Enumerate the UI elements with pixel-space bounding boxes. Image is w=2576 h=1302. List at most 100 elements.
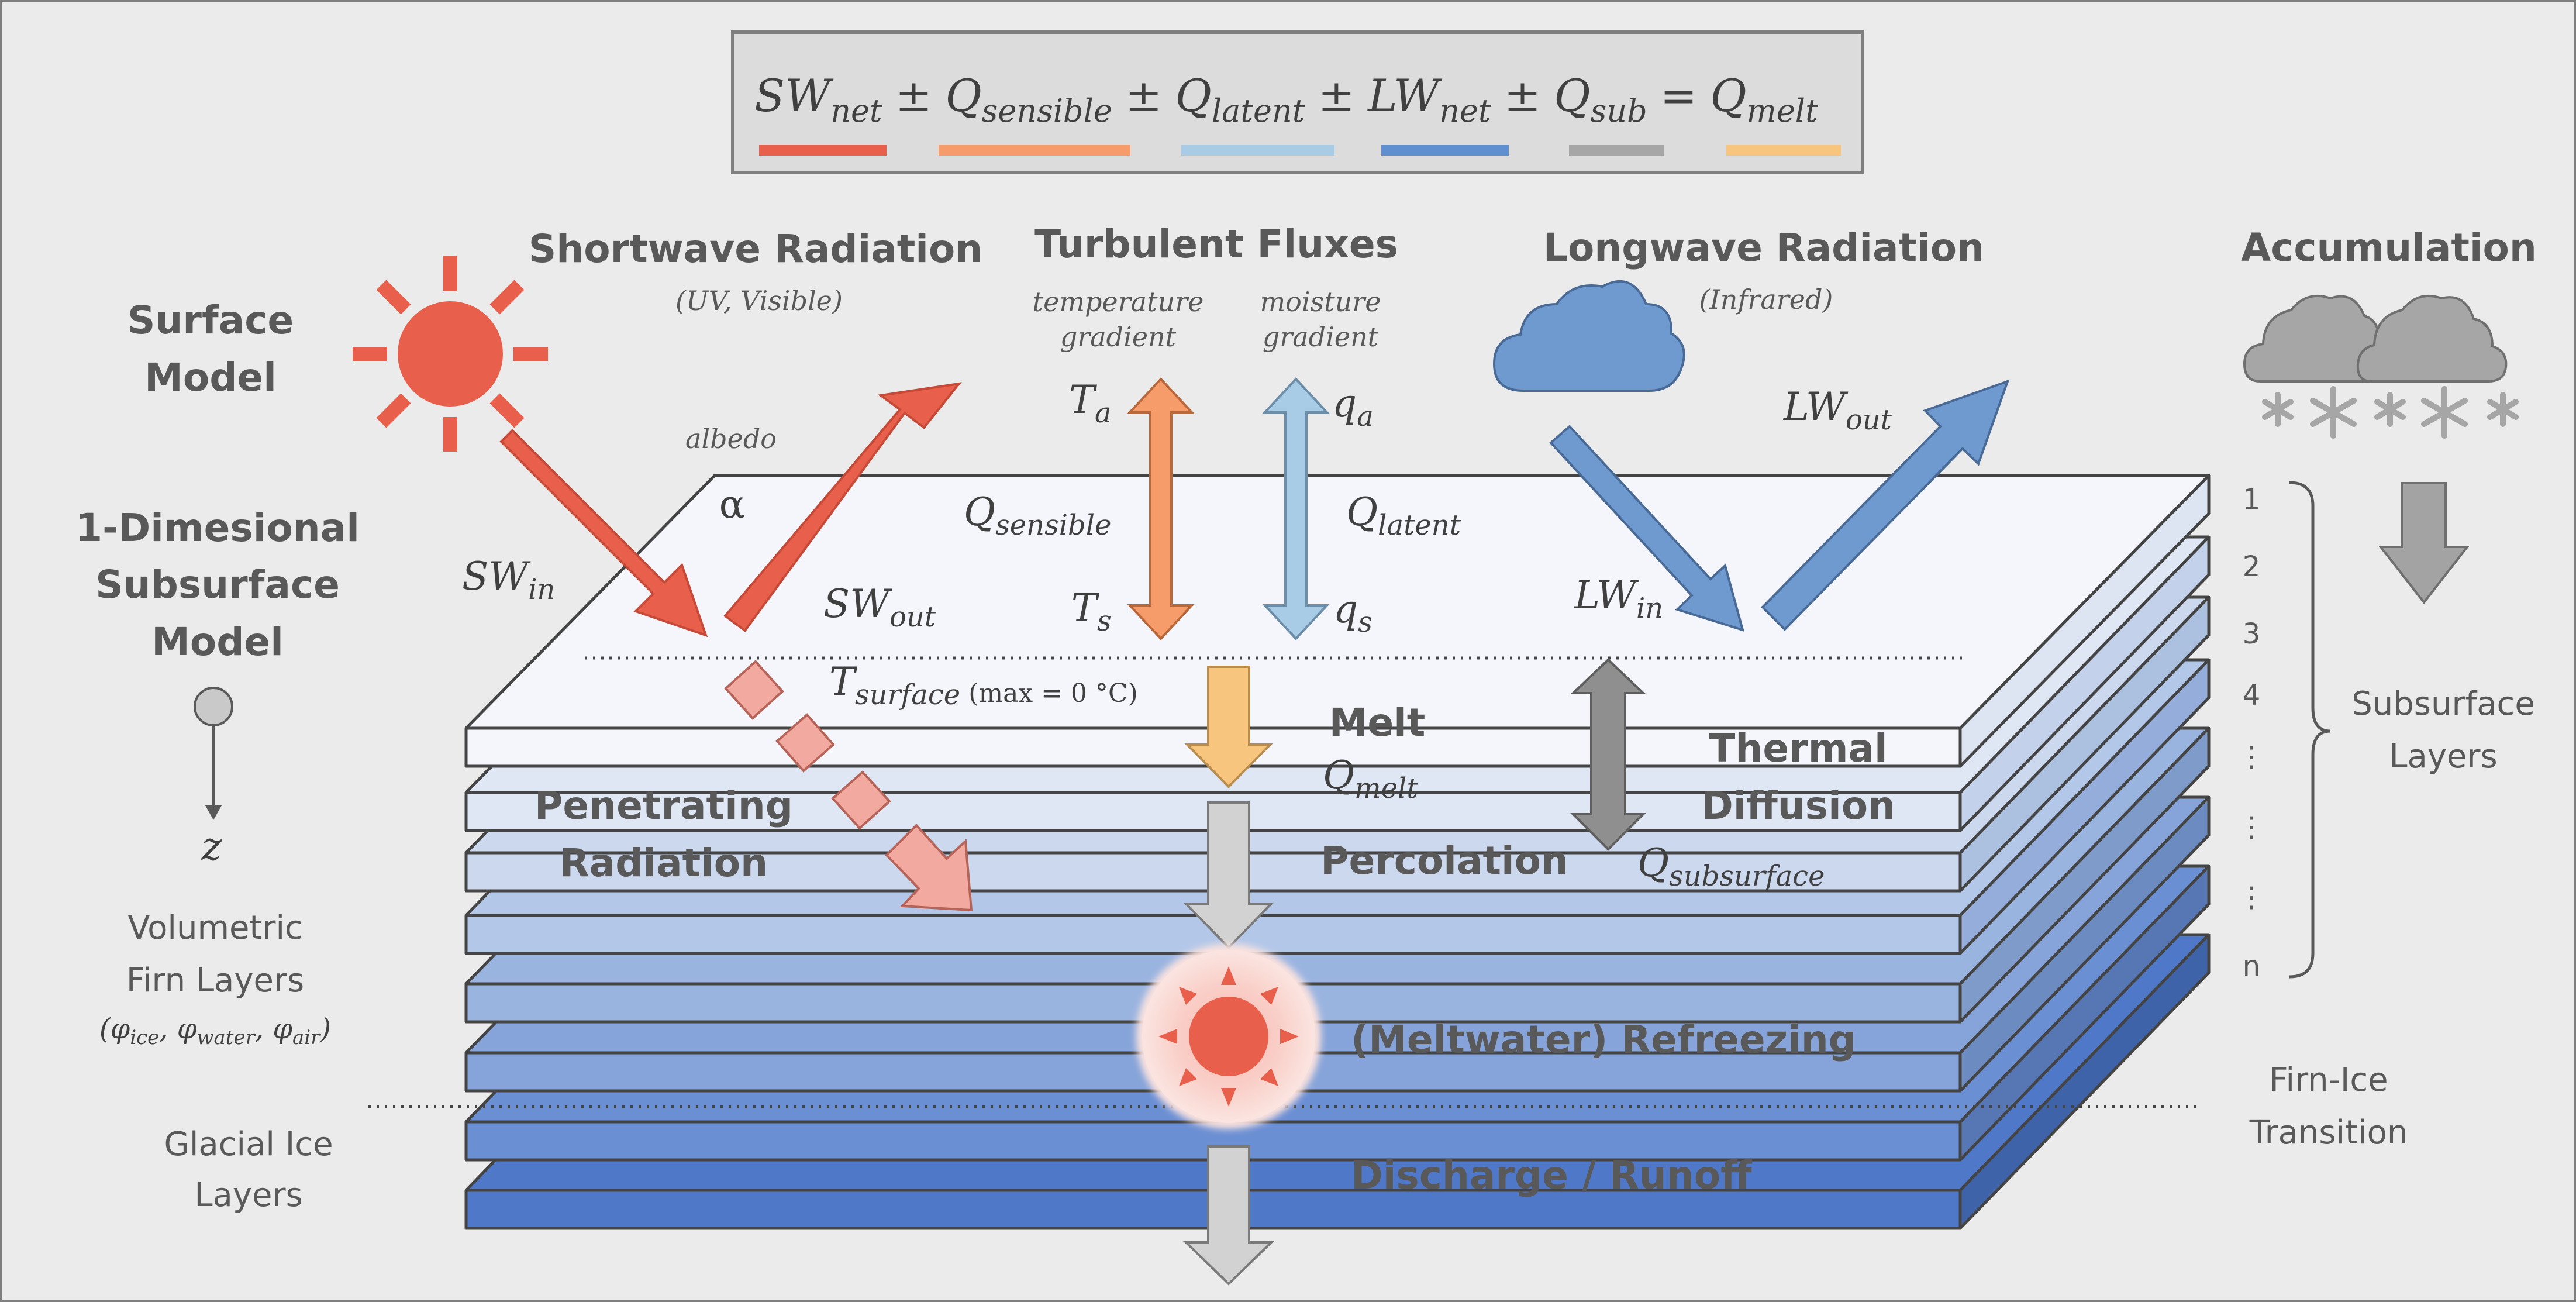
z-label: z bbox=[201, 824, 223, 869]
subsurface-model-line-3: Model bbox=[151, 619, 284, 664]
glacial-ice-line-2: Layers bbox=[194, 1176, 302, 1214]
turbulent-heading: Turbulent Fluxes bbox=[1034, 222, 1398, 267]
eq-equals: = bbox=[1660, 70, 1698, 122]
surface-model-line-1: Surface bbox=[127, 298, 294, 343]
thermal-diffusion-arrow bbox=[1570, 658, 1647, 851]
sw-out-label: SWout bbox=[823, 581, 936, 633]
thermal-label-1: Thermal bbox=[1709, 726, 1887, 771]
glacial-ice-line-1: Glacial Ice bbox=[164, 1125, 333, 1163]
accumulation-heading: Accumulation bbox=[2241, 225, 2537, 270]
layer-number-dots-2: ⋮ bbox=[2237, 811, 2265, 843]
melt-label: Melt bbox=[1329, 700, 1426, 745]
eq-qmelt-sub: melt bbox=[1747, 92, 1818, 129]
q-s-label: qs bbox=[1333, 587, 1373, 639]
eq-sw: SW bbox=[754, 70, 834, 122]
eq-qs-sub: sensible bbox=[982, 92, 1112, 129]
moist-gradient-line-1: moisture bbox=[1260, 286, 1381, 318]
layer-number-dots-1: ⋮ bbox=[2237, 740, 2265, 773]
subsurface-brace bbox=[2289, 481, 2331, 979]
q-melt-label: Qmelt bbox=[1323, 753, 1418, 805]
subsurface-model-line-1: 1-Dimesional bbox=[75, 505, 360, 550]
latent-heat-arrow bbox=[1262, 377, 1330, 640]
legend-swatch-sw bbox=[759, 145, 887, 156]
q-latent-label: Qlatent bbox=[1346, 490, 1461, 542]
eq-qsub: Q bbox=[1554, 70, 1590, 122]
snowflake-icons bbox=[2262, 386, 2519, 439]
albedo-label: albedo bbox=[685, 423, 777, 454]
temp-gradient-line-1: temperature bbox=[1033, 286, 1204, 318]
penetrating-label-2: Radiation bbox=[560, 841, 768, 886]
eq-pm-4: ± bbox=[1504, 70, 1542, 122]
firn-ice-transition-line-1: Firn-Ice bbox=[2269, 1061, 2388, 1099]
energy-balance-equation: SWnet±Qsensible±Qlatent±LWnet±Qsub=Qmelt bbox=[731, 30, 1864, 174]
legend-swatch-sensible bbox=[939, 145, 1130, 156]
eq-qsub-sub: sub bbox=[1591, 92, 1647, 129]
eq-lw-sub: net bbox=[1439, 92, 1491, 129]
layer-number-2: 2 bbox=[2243, 550, 2261, 583]
legend-swatch-latent bbox=[1181, 145, 1334, 156]
svg-text:SWnet±Qsensible±Qlatent±LWnet±: SWnet±Qsensible±Qlatent±LWnet±Qsub=Qmelt bbox=[754, 70, 1818, 129]
melt-arrow bbox=[1184, 666, 1273, 788]
subsurface-model-line-2: Subsurface bbox=[95, 562, 340, 607]
discharge-label: Discharge / Runoff bbox=[1351, 1153, 1753, 1198]
q-a-label: qa bbox=[1332, 381, 1374, 433]
longwave-subheading: (Infrared) bbox=[1699, 284, 1833, 315]
legend-swatch-sub bbox=[1569, 145, 1664, 156]
thermal-label-2: Diffusion bbox=[1701, 783, 1895, 828]
layer-number-1: 1 bbox=[2243, 483, 2261, 516]
legend-swatch-lw bbox=[1381, 145, 1509, 156]
eq-pm-3: ± bbox=[1318, 70, 1355, 122]
q-subsurface-label: Qsubsurface bbox=[1637, 841, 1825, 893]
layer-number-dots-3: ⋮ bbox=[2237, 881, 2265, 914]
runoff-arrow bbox=[1183, 1145, 1274, 1286]
temp-gradient-line-2: gradient bbox=[1060, 321, 1177, 353]
layer-number-3: 3 bbox=[2243, 618, 2261, 650]
refreezing-icon bbox=[1136, 944, 1321, 1129]
layer-number-n: n bbox=[2243, 950, 2260, 983]
firn-layers-line-1: Volumetric bbox=[127, 909, 303, 947]
longwave-heading: Longwave Radiation bbox=[1543, 225, 1984, 270]
t-a-label: Ta bbox=[1069, 377, 1112, 429]
lw-out-arrow bbox=[1761, 379, 2010, 631]
sensible-heat-arrow bbox=[1127, 377, 1195, 640]
eq-pm-2: ± bbox=[1125, 70, 1163, 122]
moist-gradient-line-2: gradient bbox=[1263, 321, 1379, 353]
shortwave-subheading: (UV, Visible) bbox=[675, 285, 843, 316]
snow-cloud-icon bbox=[2243, 295, 2508, 383]
t-s-label: Ts bbox=[1071, 585, 1112, 638]
cloud-icon bbox=[1492, 280, 1685, 392]
lw-in-label: LWin bbox=[1574, 573, 1663, 625]
subsurface-layers-line-2: Layers bbox=[2389, 738, 2497, 776]
lw-out-label: LWout bbox=[1783, 384, 1892, 436]
percolation-arrow bbox=[1183, 801, 1274, 949]
refreezing-label: (Meltwater) Refreezing bbox=[1351, 1017, 1856, 1062]
q-sensible-label: Qsensible bbox=[964, 490, 1112, 542]
firn-ice-transition-line-2: Transition bbox=[2249, 1114, 2408, 1152]
t-surface-label: Tsurface(max = 0 °C) bbox=[829, 659, 1138, 711]
penetrating-label-1: Penetrating bbox=[534, 783, 793, 828]
sw-out-arrow bbox=[723, 382, 962, 632]
layer-number-4: 4 bbox=[2243, 679, 2261, 712]
sun-icon bbox=[353, 256, 548, 452]
lw-in-arrow bbox=[1549, 425, 1744, 632]
firn-fractions-label: (φice, φwater, φair) bbox=[99, 1012, 331, 1049]
accumulation-arrow bbox=[2378, 482, 2470, 605]
depth-axis bbox=[194, 687, 233, 820]
sw-in-label: SWin bbox=[462, 554, 555, 606]
eq-ql: Q bbox=[1175, 70, 1212, 122]
alpha-label: α bbox=[719, 482, 746, 527]
shortwave-heading: Shortwave Radiation bbox=[529, 226, 983, 271]
eq-qs: Q bbox=[945, 70, 981, 122]
percolation-label: Percolation bbox=[1320, 838, 1568, 883]
penetrating-radiation-arrows bbox=[724, 660, 973, 912]
sw-in-arrow bbox=[499, 429, 708, 638]
eq-pm-1: ± bbox=[895, 70, 933, 122]
surface-model-line-2: Model bbox=[144, 355, 277, 400]
eq-lw: LW bbox=[1367, 70, 1443, 122]
eq-ql-sub: latent bbox=[1212, 92, 1305, 129]
firn-layers-line-2: Firn Layers bbox=[126, 962, 304, 1000]
subsurface-layers-line-1: Subsurface bbox=[2351, 685, 2535, 723]
eq-sw-sub: net bbox=[830, 92, 882, 129]
eq-qmelt: Q bbox=[1710, 70, 1746, 122]
